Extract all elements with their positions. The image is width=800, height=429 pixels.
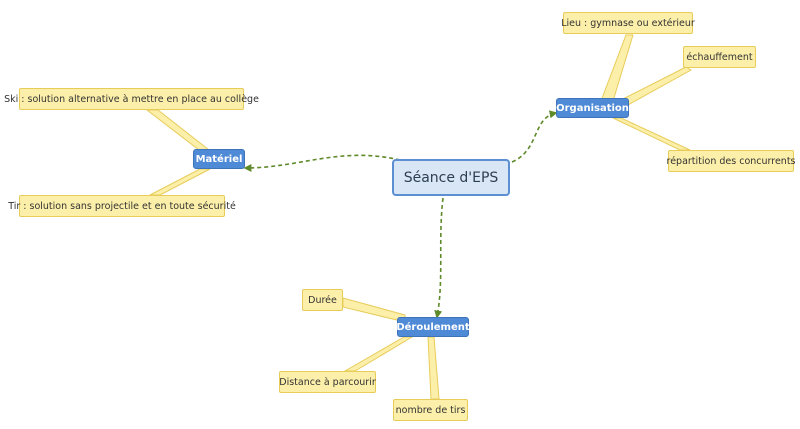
connector-lieu: [600, 34, 634, 102]
branch-deroulement[interactable]: Déroulement: [396, 317, 470, 337]
leaf-lieu-label: Lieu : gymnase ou extérieur: [561, 17, 695, 29]
leaf-duree-label: Durée: [308, 294, 337, 306]
arrow-to-deroulement: [434, 197, 444, 319]
leaf-duree[interactable]: Durée: [302, 289, 343, 311]
leaf-ski[interactable]: Ski : solution alternative à mettre en p…: [4, 88, 259, 110]
branch-organisation[interactable]: Organisation: [556, 98, 629, 118]
branch-deroulement-label: Déroulement: [396, 321, 470, 333]
leaf-echauffement-label: échauffement: [686, 51, 753, 63]
central-topic[interactable]: Séance d'EPS: [392, 159, 510, 196]
connector-tir: [149, 168, 211, 196]
connector-ski: [145, 109, 211, 151]
branch-organisation-label: Organisation: [556, 102, 629, 114]
branch-materiel[interactable]: Matériel: [193, 149, 245, 169]
leaf-nombre-tirs[interactable]: nombre de tirs: [393, 399, 468, 421]
leaf-distance[interactable]: Distance à parcourir: [279, 371, 376, 393]
leaf-ski-label: Ski : solution alternative à mettre en p…: [4, 93, 259, 105]
leaf-repartition-label: répartition des concurrents: [666, 155, 796, 167]
arrow-to-materiel: [243, 154, 401, 172]
branch-materiel-label: Matériel: [195, 153, 243, 165]
connector-repartition: [612, 117, 691, 151]
connector-duree: [342, 297, 406, 323]
leaf-repartition[interactable]: répartition des concurrents: [666, 150, 796, 172]
leaf-distance-label: Distance à parcourir: [279, 376, 376, 388]
connector-distance: [343, 336, 414, 372]
leaf-tir-label: Tir : solution sans projectile et en tou…: [8, 200, 236, 212]
connector-echauffement: [618, 66, 693, 107]
leaf-nombre-tirs-label: nombre de tirs: [395, 404, 466, 416]
connector-nombre-tirs: [427, 336, 440, 400]
leaf-echauffement[interactable]: échauffement: [683, 46, 756, 68]
leaf-tir[interactable]: Tir : solution sans projectile et en tou…: [8, 195, 236, 217]
arrow-to-organisation: [511, 110, 558, 163]
leaf-lieu[interactable]: Lieu : gymnase ou extérieur: [561, 12, 695, 34]
central-topic-label: Séance d'EPS: [403, 169, 499, 186]
